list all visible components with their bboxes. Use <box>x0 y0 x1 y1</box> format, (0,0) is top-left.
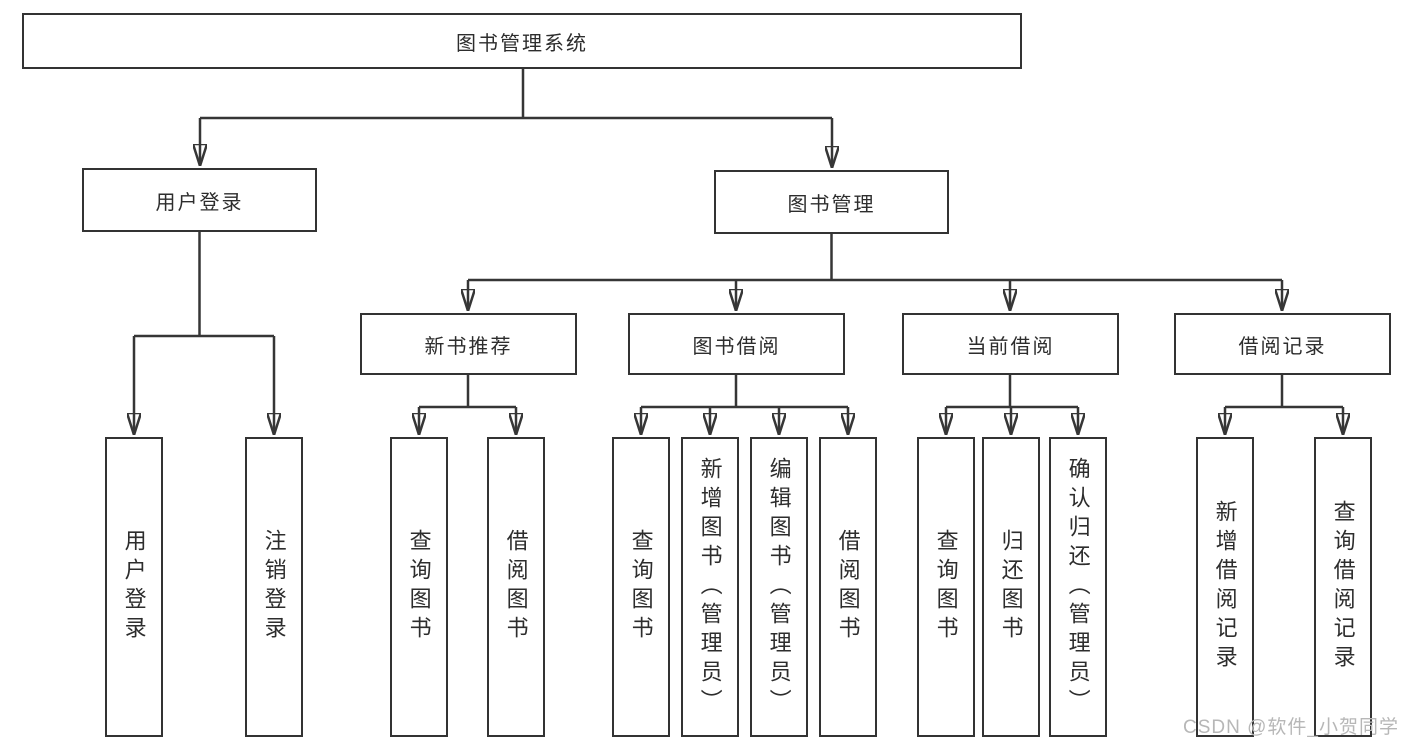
leaf-logout: 注销登录 <box>245 437 303 737</box>
node-label: 新增借阅记录 <box>1212 500 1238 674</box>
leaf-bookborrow-edit-books-admin: 编辑图书（管理员） <box>750 437 808 737</box>
node-label: 查询借阅记录 <box>1330 500 1356 674</box>
leaf-currentborrow-query-books: 查询图书 <box>917 437 975 737</box>
node-label: 用户登录 <box>121 529 147 645</box>
csdn-watermark: CSDN @软件_小贺同学 <box>1183 717 1399 738</box>
node-label: 借阅图书 <box>835 529 861 645</box>
leaf-currentborrow-return-books: 归还图书 <box>982 437 1040 737</box>
node-label: 借阅记录 <box>1238 335 1327 358</box>
leaf-bookborrow-query-books: 查询图书 <box>612 437 670 737</box>
node-root-library-system: 图书管理系统 <box>22 13 1022 69</box>
leaf-bookborrow-add-books-admin: 新增图书（管理员） <box>681 437 739 737</box>
node-label: 图书管理系统 <box>456 32 588 55</box>
node-label: 查询图书 <box>933 529 959 645</box>
node-current-borrow: 当前借阅 <box>902 313 1119 375</box>
node-book-management: 图书管理 <box>714 170 949 234</box>
node-label: 编辑图书（管理员） <box>766 456 792 718</box>
leaf-user-login: 用户登录 <box>105 437 163 737</box>
node-label: 新书推荐 <box>424 335 513 358</box>
node-label: 新增图书（管理员） <box>697 456 723 718</box>
node-user-login: 用户登录 <box>82 168 317 232</box>
leaf-records-query-borrow-record: 查询借阅记录 <box>1314 437 1372 737</box>
leaf-newbooks-query-books: 查询图书 <box>390 437 448 737</box>
leaf-currentborrow-confirm-return-admin: 确认归还（管理员） <box>1049 437 1107 737</box>
node-book-borrow: 图书借阅 <box>628 313 845 375</box>
node-new-book-recommend: 新书推荐 <box>360 313 577 375</box>
node-label: 图书管理 <box>787 193 876 216</box>
node-label: 归还图书 <box>998 529 1024 645</box>
node-label: 确认归还（管理员） <box>1065 456 1091 718</box>
leaf-records-add-borrow-record: 新增借阅记录 <box>1196 437 1254 737</box>
node-label: 图书借阅 <box>692 335 781 358</box>
node-label: 注销登录 <box>261 529 287 645</box>
leaf-bookborrow-borrow-books: 借阅图书 <box>819 437 877 737</box>
node-label: 用户登录 <box>155 191 244 214</box>
node-label: 借阅图书 <box>503 529 529 645</box>
node-label: 查询图书 <box>628 529 654 645</box>
node-borrow-records: 借阅记录 <box>1174 313 1391 375</box>
node-label: 查询图书 <box>406 529 432 645</box>
node-label: 当前借阅 <box>966 335 1055 358</box>
leaf-newbooks-borrow-books: 借阅图书 <box>487 437 545 737</box>
